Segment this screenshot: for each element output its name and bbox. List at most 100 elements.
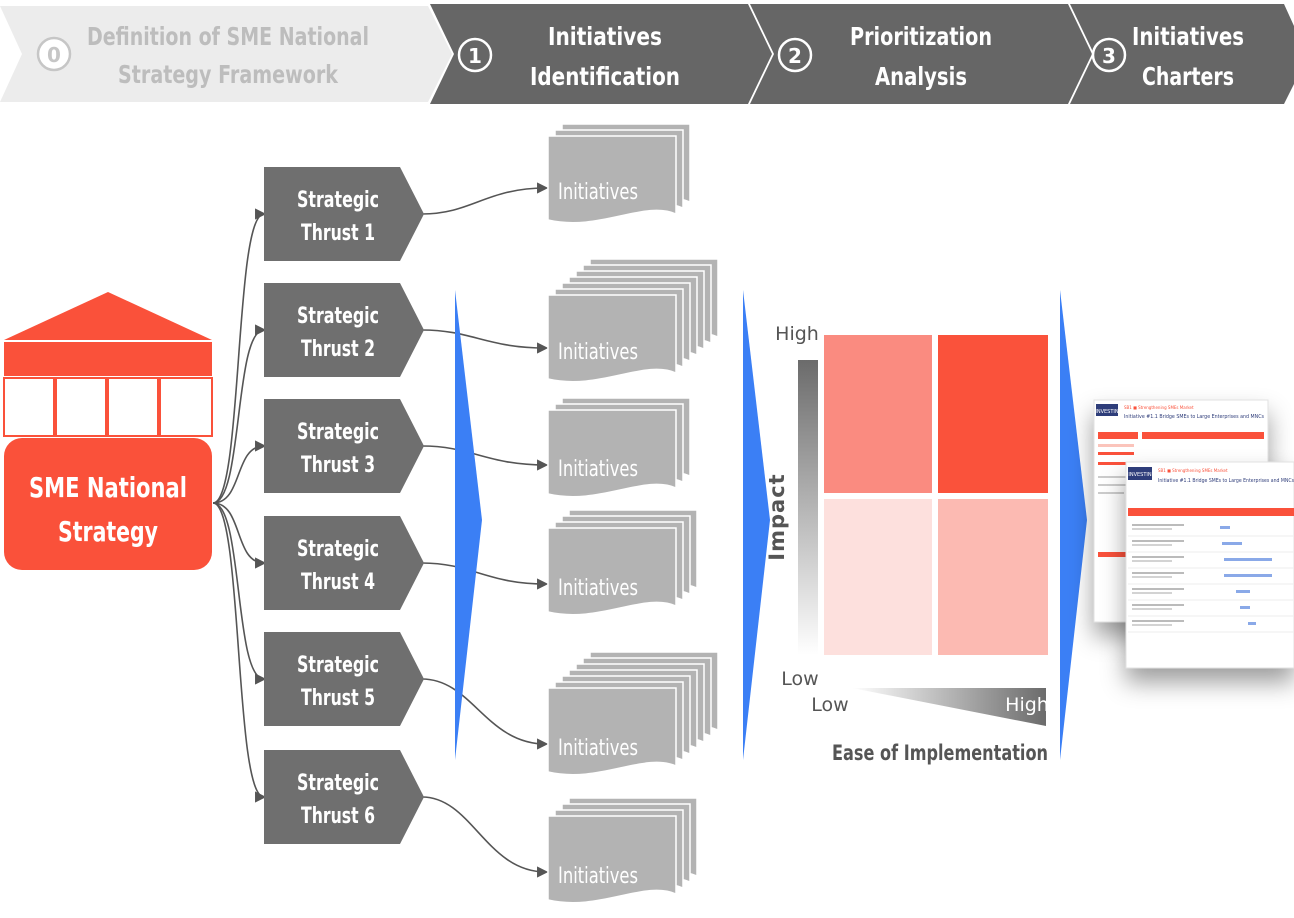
strategy-to-thrust-connector: [212, 502, 267, 803]
charter-row-text: [1132, 604, 1184, 606]
thrust-shape: [264, 167, 424, 261]
charter-gantt-bar: [1240, 606, 1250, 609]
thrust-label-line2: Thrust 4: [301, 570, 375, 595]
charter-gantt-bar: [1222, 542, 1242, 545]
initiative-charters: INVESTIN SB1 ■ Strengthening SMEs Market…: [1093, 399, 1294, 669]
charter-header-bar: [1142, 432, 1264, 439]
house-base: [4, 438, 212, 570]
charter-table-header: [1128, 508, 1294, 516]
phase-2-number-circle: [777, 37, 813, 73]
thrust-to-initiatives-connector: [421, 329, 549, 354]
phase-0: 0 Definition of SME National Strategy Fr…: [0, 6, 452, 102]
charter-gantt-bar: [1248, 622, 1256, 625]
initiatives-stack-3: Initiatives: [547, 397, 691, 498]
phase-3-title-line2: Charters: [1142, 62, 1234, 91]
sme-strategy-house: SME National Strategy: [3, 292, 213, 570]
initiatives-stack-6: Initiatives: [547, 797, 698, 904]
phase-2-title-line2: Analysis: [875, 62, 967, 91]
charter-row-text: [1132, 524, 1184, 526]
strategy-to-thrust-connector: [212, 324, 267, 504]
quadrant-bottom-right: [938, 499, 1048, 655]
thrust-to-initiatives-connector: [421, 182, 549, 215]
phase-3-number: 3: [1102, 44, 1116, 68]
charter-table-rows: [1128, 524, 1294, 633]
charter-row-text: [1132, 528, 1172, 530]
strategy-to-thrust-connector: [212, 208, 267, 504]
prioritization-matrix: High Low Impact Low High Ease of Impleme…: [765, 323, 1049, 765]
initiative-stacks: InitiativesInitiativesInitiativesInitiat…: [547, 123, 719, 904]
house-roof: [4, 292, 212, 340]
initiatives-label: Initiatives: [558, 457, 638, 482]
charter-header-bar: [1098, 432, 1138, 439]
charter-logo: [1096, 404, 1118, 416]
thrust-label-line1: Strategic: [297, 188, 379, 213]
phase-1-title-line2: Identification: [530, 62, 680, 91]
connector-arrows: [212, 182, 549, 878]
thrust-label-line1: Strategic: [297, 304, 379, 329]
quadrant-top-right: [938, 335, 1048, 493]
charter-subtitle: SB1 ■ Strengthening SMEs Market: [1158, 468, 1228, 473]
quadrant-bottom-left: [824, 499, 932, 655]
initiative-document-front: [547, 135, 677, 224]
phase-separators: [455, 290, 1087, 760]
thrust-label-line1: Strategic: [297, 420, 379, 445]
charter-row-text: [1132, 556, 1184, 558]
blue-separator-1: [455, 290, 482, 760]
charter-field: [1098, 552, 1128, 557]
thrust-to-initiatives-connector: [421, 678, 549, 750]
initiatives-label: Initiatives: [558, 340, 638, 365]
thrust-shape: [264, 283, 424, 377]
charter-field: [1098, 476, 1126, 478]
charter-gantt-bar: [1224, 574, 1272, 577]
charter-row-text: [1132, 620, 1184, 622]
phase-3-title-line1: Initiatives: [1132, 22, 1244, 51]
charter-row-text: [1132, 572, 1184, 574]
ease-high-label: High: [1005, 694, 1049, 716]
blue-separator-3: [1060, 290, 1087, 760]
phase-0-number: 0: [47, 43, 61, 67]
charter-subtitle: SB1 ■ Strengthening SMEs Market: [1124, 405, 1194, 410]
charter-gantt-bar: [1220, 526, 1230, 529]
initiatives-label: Initiatives: [558, 576, 638, 601]
pillar: [159, 377, 213, 437]
thrust-label-line2: Thrust 3: [301, 453, 375, 478]
strategy-to-thrust-connector: [212, 502, 267, 569]
phase-2-chevron: [750, 4, 1092, 104]
thrust-label-line1: Strategic: [297, 537, 379, 562]
thrust-to-initiatives-connector: [421, 796, 549, 878]
thrust-shape: [264, 399, 424, 493]
thrust-label-line1: Strategic: [297, 771, 379, 796]
initiatives-stack-2: Initiatives: [547, 258, 719, 383]
initiatives-label: Initiatives: [558, 180, 638, 205]
ease-axis-label: Ease of Implementation: [832, 741, 1048, 765]
house-roof-band: [4, 342, 212, 376]
charter-field: [1098, 444, 1134, 447]
phase-1: 1 Initiatives Identification: [430, 4, 772, 104]
phase-1-number-circle: [457, 37, 493, 73]
charter-document-front: INVESTIN SB1 ■ Strengthening SMEs Market…: [1125, 461, 1294, 669]
charter-logo-text: INVESTIN: [1128, 472, 1151, 478]
pillar: [3, 377, 55, 437]
charter-gantt-bar: [1224, 558, 1272, 561]
phase-0-title-line1: Definition of SME National: [87, 22, 369, 51]
phase-1-chevron: [430, 4, 772, 104]
house-pillars: [3, 377, 213, 437]
charter-field: [1098, 484, 1128, 486]
impact-axis-label: Impact: [765, 473, 789, 560]
initiatives-label: Initiatives: [558, 864, 638, 889]
phase-0-chevron: [0, 6, 452, 102]
impact-high-label: High: [775, 323, 819, 345]
phase-header: 0 Definition of SME National Strategy Fr…: [0, 4, 1294, 104]
initiatives-stack-1: Initiatives: [547, 123, 691, 224]
charter-field: [1098, 452, 1134, 455]
thrust-label-line2: Thrust 5: [301, 686, 375, 711]
charter-field: [1098, 492, 1124, 494]
initiative-document-front: [547, 527, 677, 616]
charter-title: Initiative #1.1 Bridge SMEs to Large Ent…: [1124, 414, 1264, 420]
phase-2-number: 2: [788, 44, 802, 68]
